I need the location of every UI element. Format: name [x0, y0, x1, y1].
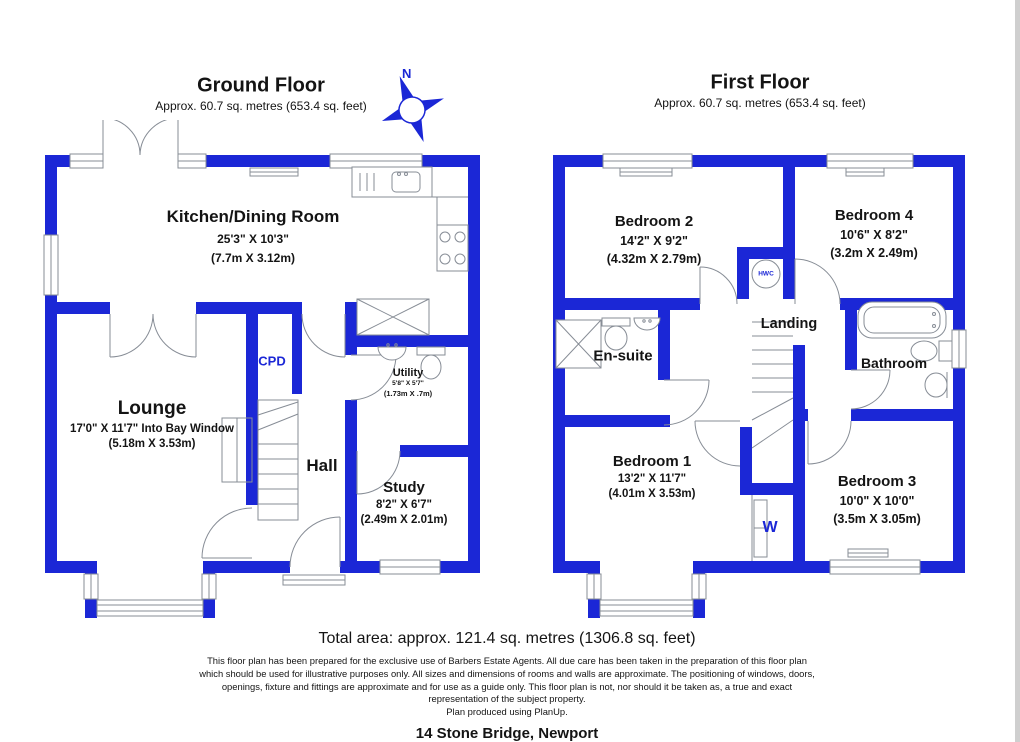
room-label-landing: Landing [760, 316, 818, 332]
room-dims-metric: (1.73m X .7m) [383, 389, 433, 398]
room-label-study: Study 8'2" X 6'7" (2.49m X 2.01m) [361, 479, 448, 526]
room-name: Bedroom 1 [612, 453, 692, 470]
property-address: 14 Stone Bridge, Newport [415, 724, 599, 742]
room-dims-imperial: 10'0" X 10'0" [839, 494, 915, 508]
ground-floor-plan [43, 120, 480, 618]
room-dims-metric: (7.7m X 3.12m) [210, 250, 296, 265]
room-label-bedroom3: Bedroom 3 10'0" X 10'0" (3.5m X 3.05m) [833, 473, 921, 526]
hob-icon [436, 224, 469, 272]
room-name: Kitchen/Dining Room [166, 207, 340, 226]
room-dims-imperial: 8'2" X 6'7" [375, 499, 433, 511]
bathroom-basin-icon [924, 372, 948, 398]
room-name: Utility [392, 367, 424, 379]
room-label-bathroom: Bathroom [860, 355, 928, 371]
wardrobe-icon [753, 499, 768, 558]
room-label-hall: Hall [306, 456, 337, 476]
disclaimer-line: openings, fixture and fittings are appro… [221, 680, 793, 692]
room-dims-imperial: 10'6" X 8'2" [840, 228, 908, 242]
room-name: Bedroom 4 [834, 207, 914, 224]
room-dims-metric: (5.18m X 3.53m) [108, 438, 196, 450]
scan-edge [1015, 0, 1020, 742]
first-doors [663, 258, 891, 467]
room-dims-metric: (3.2m X 2.49m) [830, 246, 918, 260]
room-name: Bedroom 2 [614, 213, 694, 230]
storage-cupboard-icon [356, 298, 430, 336]
room-label-lounge: Lounge 17'0" X 11'7" Into Bay Window (5.… [70, 398, 234, 450]
ground-windows [43, 153, 441, 617]
utility-toilet-icon [416, 346, 446, 380]
radiator-icon [619, 167, 889, 558]
room-dims-metric: (2.49m X 2.01m) [360, 514, 448, 526]
disclaimer-line: which should be used for illustrative pu… [199, 667, 815, 679]
room-label-utility: Utility 5'8" X 5'7" (1.73m X .7m) [384, 367, 432, 398]
ensuite-basin-icon [633, 317, 661, 331]
room-dims-imperial: 13'2" X 11'7" [617, 473, 687, 485]
disclaimer-line: This floor plan has been prepared for th… [207, 655, 807, 666]
compass-north-icon: N [381, 66, 444, 142]
room-dims-imperial: 14'2" X 9'2" [620, 234, 688, 248]
room-label-bedroom1: Bedroom 1 13'2" X 11'7" (4.01m X 3.53m) [609, 453, 696, 500]
shower-icon [555, 319, 602, 369]
room-dims-metric: (4.32m X 2.79m) [606, 252, 702, 266]
room-name: Study [383, 479, 425, 496]
room-dims-metric: (4.01m X 3.53m) [608, 488, 696, 500]
bath-icon [857, 301, 947, 339]
utility-basin-icon [377, 343, 407, 361]
footer: Total area: approx. 121.4 sq. metres (13… [0, 630, 1014, 742]
room-dims-imperial: 5'8" X 5'7" [392, 380, 424, 387]
room-label-ensuite: En-suite [593, 347, 653, 365]
room-dims-imperial: 17'0" X 11'7" Into Bay Window [70, 423, 234, 435]
room-label-cpd: CPD [258, 353, 286, 369]
stairs [751, 321, 794, 561]
kitchen-sink-icon [351, 166, 468, 225]
first-floor-plan [553, 153, 967, 618]
room-label-kitchen: Kitchen/Dining Room 25'3" X 10'3" (7.7m … [166, 207, 341, 265]
room-label-wardrobe: W [762, 519, 778, 536]
svg-text:N: N [402, 66, 411, 81]
ground-doors [102, 120, 401, 568]
room-dims-metric: (3.5m X 3.05m) [833, 512, 921, 526]
hwc-circle [751, 259, 781, 289]
stairs [221, 399, 299, 521]
room-name: Bedroom 3 [837, 473, 917, 490]
produced-by: Plan produced using PlanUp. [446, 706, 568, 718]
room-label-bedroom4: Bedroom 4 10'6" X 8'2" (3.2m X 2.49m) [830, 207, 918, 260]
first-floor-title: First Floor [710, 71, 810, 94]
room-name: Hall [306, 456, 338, 475]
total-area: Total area: approx. 121.4 sq. metres (13… [318, 630, 696, 647]
disclaimer-line: representation of the subject property. [428, 693, 586, 705]
first-floor-subtitle: Approx. 60.7 sq. metres (653.4 sq. feet) [654, 96, 866, 110]
ground-floor-title: Ground Floor [197, 74, 325, 97]
door-canopy [282, 574, 346, 586]
room-label-hwc: HWC [758, 270, 774, 278]
bathroom-toilet-icon [910, 340, 953, 362]
room-dims-imperial: 25'3" X 10'3" [217, 231, 289, 246]
room-label-bedroom2: Bedroom 2 14'2" X 9'2" (4.32m X 2.79m) [607, 213, 702, 266]
room-name: Lounge [117, 398, 187, 419]
radiator-icon [249, 167, 299, 177]
ground-floor-subtitle: Approx. 60.7 sq. metres (653.4 sq. feet) [155, 99, 367, 113]
ensuite-toilet-icon [601, 317, 631, 351]
